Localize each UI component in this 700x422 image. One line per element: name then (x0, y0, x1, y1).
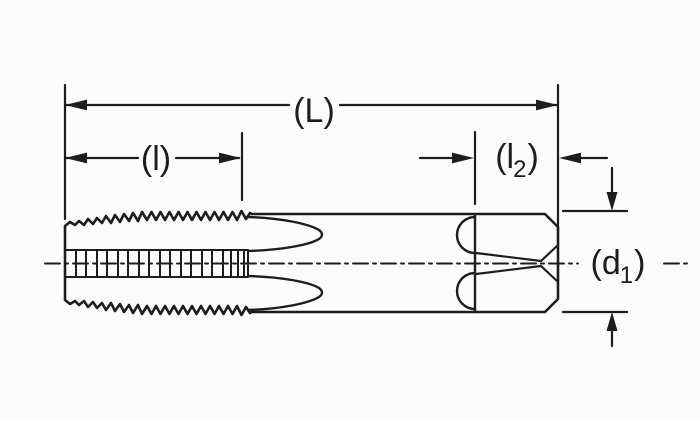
dimension-l2 (418, 130, 609, 206)
diameter-close: ) (634, 244, 646, 282)
diameter-subscript: 1 (619, 262, 634, 289)
square-flat-arc-upper (455, 215, 477, 255)
dimension-label-diameter: (d1) (590, 244, 646, 288)
dimension-L (63, 83, 560, 232)
square-flat-arc-lower (455, 271, 477, 311)
thread-hatch-band (64, 249, 249, 278)
square-length-close: ) (527, 138, 539, 176)
flute-lower (246, 274, 324, 312)
dimension-label-square-length: (l2) (495, 138, 539, 182)
dimension-l (64, 131, 244, 202)
square-length-subscript: 2 (513, 156, 527, 183)
tap-body-outline (63, 209, 560, 317)
dimension-label-overall-length: (L) (293, 92, 335, 130)
center-hole-cone (474, 244, 559, 283)
diameter-open: (d (590, 244, 621, 282)
dimension-label-thread-length: (l) (140, 140, 172, 178)
dimension-d1 (561, 166, 629, 348)
square-length-open: (l (495, 138, 515, 176)
flute-upper (246, 215, 324, 253)
